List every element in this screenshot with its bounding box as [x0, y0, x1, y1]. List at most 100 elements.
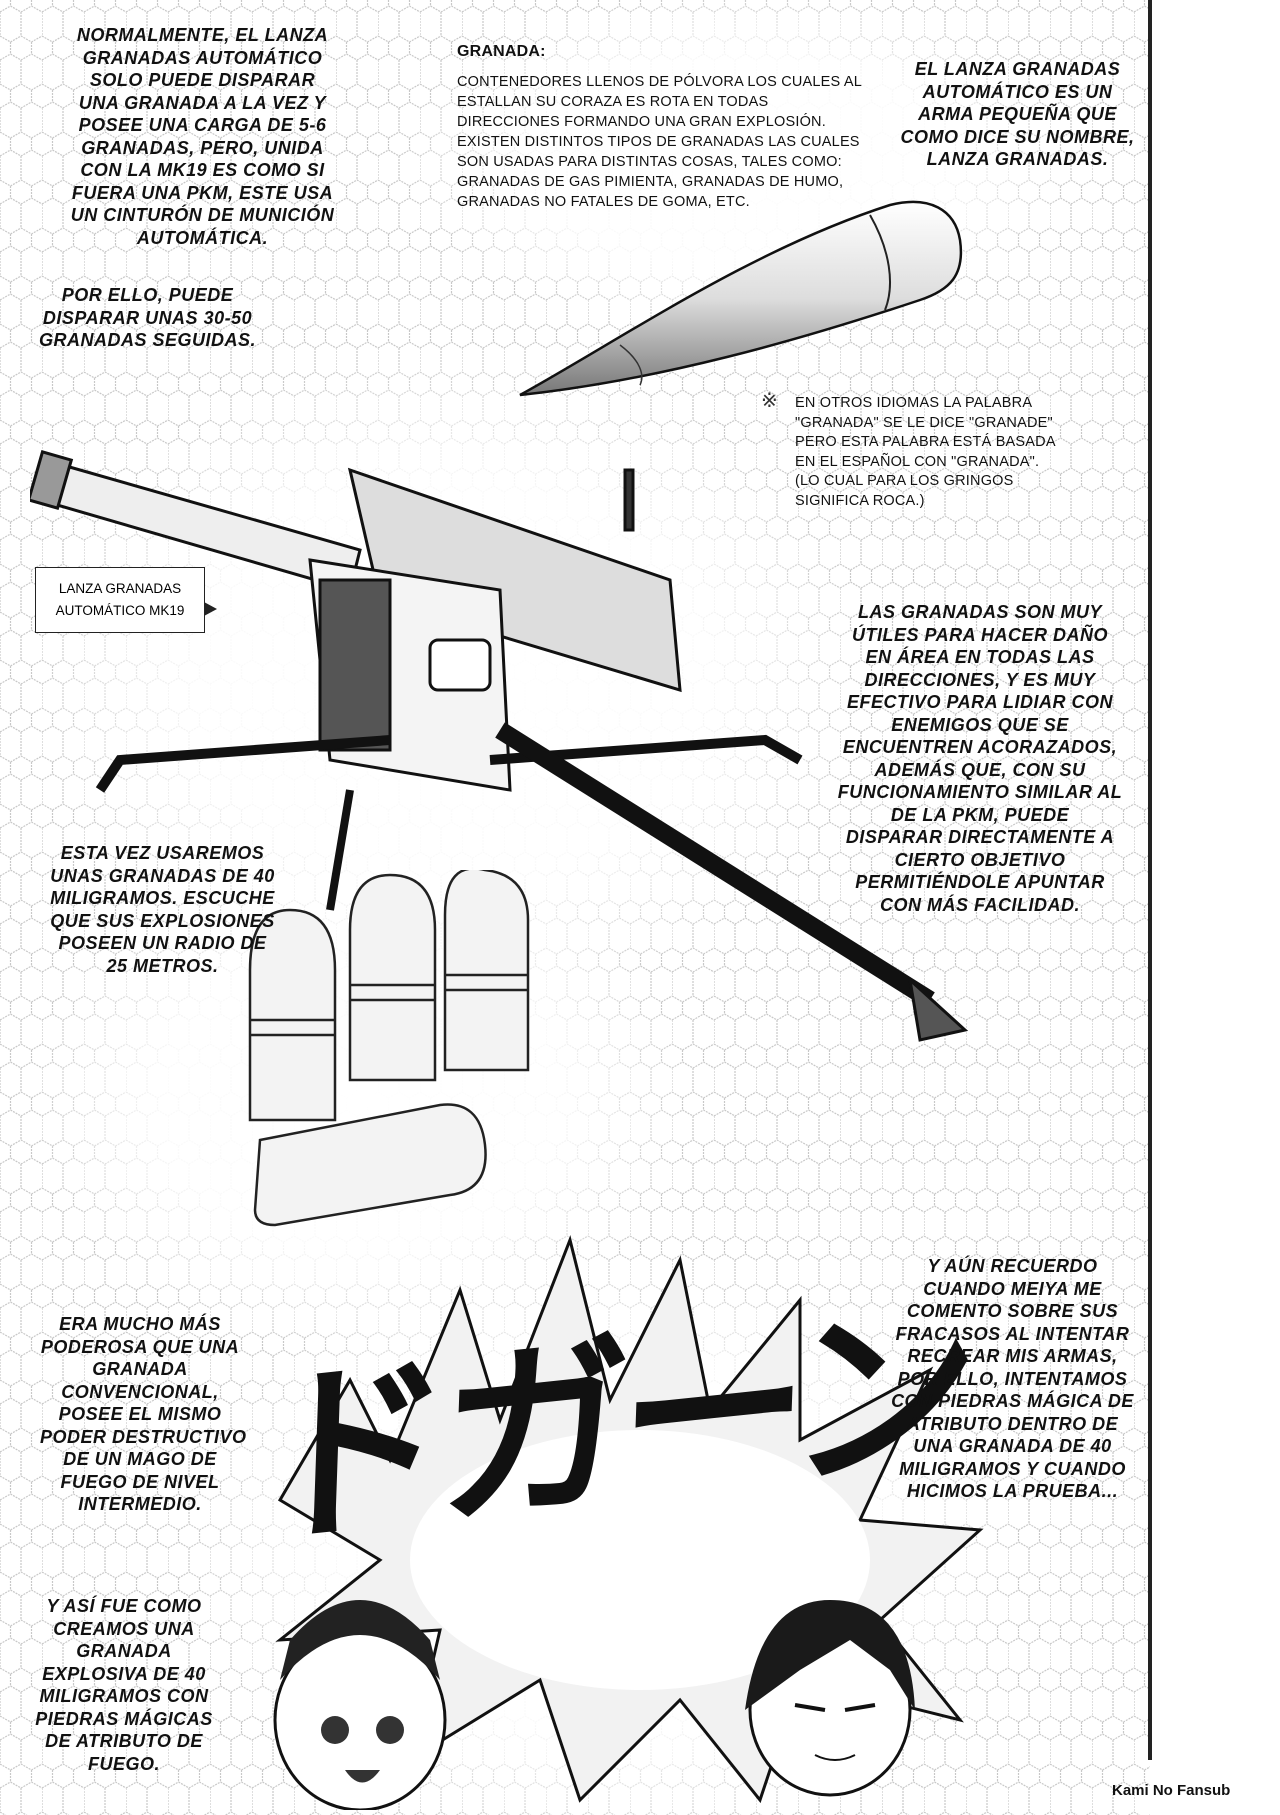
- caption-line: QUE SUS EXPLOSIONES: [50, 910, 275, 931]
- caption-line: UN CINTURÓN DE MUNICIÓN: [70, 205, 335, 225]
- caption-line: GRANADAS AUTOMÁTICO: [82, 47, 323, 68]
- granada-definition-box: GRANADA: CONTENEDORES LLENOS DE PÓLVORA …: [457, 42, 862, 212]
- caption-line: POR ELLO, PUEDE: [61, 285, 234, 305]
- definition-line: ESTALLAN SU CORAZA ES ROTA EN TODAS: [457, 94, 769, 110]
- caption-line: ESTA VEZ USAREMOS: [60, 843, 265, 863]
- note-line: PERO ESTA PALABRA ESTÁ BASADA: [795, 434, 1056, 450]
- page-border: [1148, 0, 1152, 1760]
- definition-line: GRANADAS NO FATALES DE GOMA, ETC.: [457, 194, 750, 210]
- caption-line: CIERTO OBJETIVO: [894, 849, 1066, 870]
- weapon-label-box: LANZA GRANADAS AUTOMÁTICO MK19: [35, 567, 217, 633]
- caption-line: FRACASOS AL INTENTAR: [895, 1323, 1130, 1344]
- caption-line: CON LA MK19 ES COMO SI: [80, 160, 325, 180]
- watermark: Kami No Fansub: [1112, 1782, 1231, 1799]
- definition-line: DIRECCIONES FORMANDO UNA GRAN EXPLOSIÓN.: [457, 114, 826, 130]
- caption-line: DE LA PKM, PUEDE: [890, 804, 1070, 825]
- caption-line: MILIGRAMOS CON: [39, 1686, 209, 1706]
- note-line: (LO CUAL PARA LOS GRINGOS: [795, 473, 1014, 489]
- reference-mark-icon: ※: [761, 390, 778, 412]
- weapon-label-line: AUTOMÁTICO MK19: [55, 603, 185, 618]
- grenade-rounds-illustration: [248, 870, 530, 1227]
- note-line: EN EL ESPAÑOL CON "GRANADA".: [795, 453, 1040, 470]
- granada-title: GRANADA:: [457, 43, 546, 60]
- note-line: EN OTROS IDIOMAS LA PALABRA: [795, 395, 1033, 411]
- explosion-cloud: [273, 1235, 984, 1810]
- caption-line: ERA MUCHO MÁS: [59, 1314, 221, 1334]
- caption-line: PERMITIÉNDOLE APUNTAR: [855, 872, 1105, 892]
- translation-note: ※ EN OTROS IDIOMAS LA PALABRA "GRANADA" S…: [761, 391, 1056, 511]
- caption-line: 25 METROS.: [106, 955, 219, 976]
- caption-line: FUEGO.: [87, 1753, 160, 1774]
- caption-line: Y AÚN RECUERDO: [927, 1256, 1098, 1276]
- caption-line: COMENTO SOBRE SUS: [906, 1301, 1119, 1321]
- caption-line: POSEE EL MISMO: [58, 1404, 222, 1424]
- caption-line: CONVENCIONAL,: [61, 1381, 219, 1402]
- caption-line: NORMALMENTE, EL LANZA: [76, 25, 329, 45]
- caption-line: CON PIEDRAS MÁGICA DE: [891, 1391, 1134, 1411]
- caption-line: DE UN MAGO DE: [63, 1449, 217, 1469]
- caption-line: CUANDO MEIYA ME: [923, 1278, 1102, 1299]
- caption-line: MILIGRAMOS Y CUANDO: [899, 1458, 1126, 1479]
- weapon-label-line: LANZA GRANADAS: [58, 581, 182, 596]
- caption-line: INTERMEDIO.: [78, 1494, 202, 1514]
- caption-line: UNA GRANADA A LA VEZ Y: [78, 92, 327, 113]
- caption-line: PODEROSA QUE UNA: [40, 1336, 240, 1357]
- caption-line: LAS GRANADAS SON MUY: [857, 602, 1102, 622]
- definition-line: SON USADAS PARA DISTINTAS COSAS, TALES C…: [457, 154, 842, 170]
- caption-line: POSEE UNA CARGA DE 5-6: [78, 115, 327, 135]
- caption-line: COMO DICE SU NOMBRE,: [900, 126, 1135, 147]
- caption-line: ARMA PEQUEÑA QUE: [918, 104, 1117, 124]
- caption-line: GRANADAS, PERO, UNIDA: [81, 137, 324, 158]
- grenade-shell-illustration: [519, 200, 963, 397]
- caption-line: ADEMÁS QUE, CON SU: [874, 759, 1086, 780]
- caption-line: CON MÁS FACILIDAD.: [880, 894, 1080, 915]
- mk19-grenade-launcher-illustration: [30, 449, 969, 1042]
- caption-line: ATRIBUTO DENTRO DE: [906, 1413, 1119, 1434]
- caption-line: UNA GRANADA DE 40: [913, 1436, 1112, 1456]
- caption-line: EN ÁREA EN TODAS LAS: [865, 647, 1095, 667]
- caption-line: ENEMIGOS QUE SE: [891, 714, 1069, 735]
- caption-line: ÚTILES PARA HACER DAÑO: [851, 624, 1108, 645]
- caption-line: POR ELLO, INTENTAMOS: [897, 1368, 1128, 1389]
- caption-line: DIRECCIONES, Y ES MUY: [864, 669, 1096, 690]
- caption-line: GRANADA: [92, 1359, 188, 1379]
- caption-line: CREAMOS UNA: [53, 1618, 195, 1639]
- caption-line: FUEGO DE NIVEL: [60, 1471, 220, 1492]
- definition-line: CONTENEDORES LLENOS DE PÓLVORA LOS CUALE…: [457, 74, 862, 90]
- character-left: [273, 1600, 447, 1810]
- caption-line: HICIMOS LA PRUEBA...: [906, 1481, 1119, 1501]
- caption-line: POSEEN UN RADIO DE: [58, 933, 267, 953]
- caption-line: DE ATRIBUTO DE: [45, 1731, 203, 1751]
- character-right: [745, 1600, 915, 1797]
- caption-line: PODER DESTRUCTIVO: [40, 1426, 247, 1447]
- caption-line: SOLO PUEDE DISPARAR: [89, 70, 316, 90]
- note-line: "GRANADA" SE LE DICE "GRANADE": [795, 414, 1053, 431]
- definition-line: GRANADAS DE GAS PIMIENTA, GRANADAS DE HU…: [457, 174, 844, 190]
- caption-line: FUNCIONAMIENTO SIMILAR AL: [837, 782, 1123, 802]
- caption-line: LANZA GRANADAS.: [926, 149, 1109, 169]
- caption-line: PIEDRAS MÁGICAS: [35, 1708, 213, 1729]
- definition-line: EXISTEN DISTINTOS TIPOS DE GRANADAS LAS …: [457, 134, 860, 150]
- caption-line: DISPARAR DIRECTAMENTE A: [845, 827, 1115, 847]
- caption-line: GRANADA: [76, 1641, 172, 1661]
- caption-line: AUTOMÁTICA.: [136, 227, 269, 248]
- note-line: SIGNIFICA ROCA.): [795, 492, 925, 509]
- caption-line: RECREAR MIS ARMAS,: [907, 1346, 1118, 1366]
- caption-line: ENCUENTREN ACORAZADOS,: [842, 737, 1118, 757]
- caption-line: AUTOMÁTICO ES UN: [922, 81, 1113, 102]
- caption-line: Y ASÍ FUE COMO: [46, 1596, 202, 1616]
- caption-line: UNAS GRANADAS DE 40: [50, 865, 275, 886]
- caption-line: FUERA UNA PKM, ESTE USA: [71, 182, 334, 203]
- caption-line: MILIGRAMOS. ESCUCHE: [50, 888, 275, 908]
- caption-line: GRANADAS SEGUIDAS.: [38, 330, 257, 350]
- caption-line: DISPARAR UNAS 30-50: [42, 307, 253, 328]
- caption-line: EFECTIVO PARA LIDIAR CON: [846, 692, 1113, 712]
